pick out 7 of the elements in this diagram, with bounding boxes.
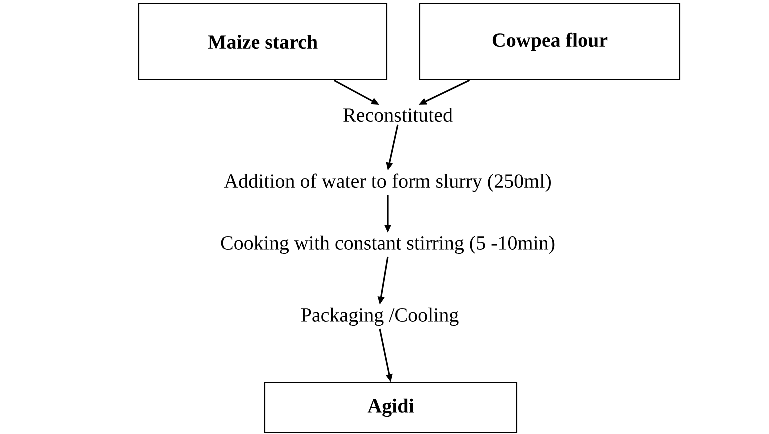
process-box: Agidi — [264, 382, 518, 434]
step-text: Packaging /Cooling — [301, 308, 459, 326]
step-text: Addition of water to form slurry (250ml) — [224, 174, 551, 192]
step-text: Cooking with constant stirring (5 -10min) — [221, 236, 555, 254]
step-text: Reconstituted — [344, 108, 453, 122]
process-box: Maize starch — [138, 3, 388, 81]
process-box: Cowpea flour — [419, 3, 681, 81]
